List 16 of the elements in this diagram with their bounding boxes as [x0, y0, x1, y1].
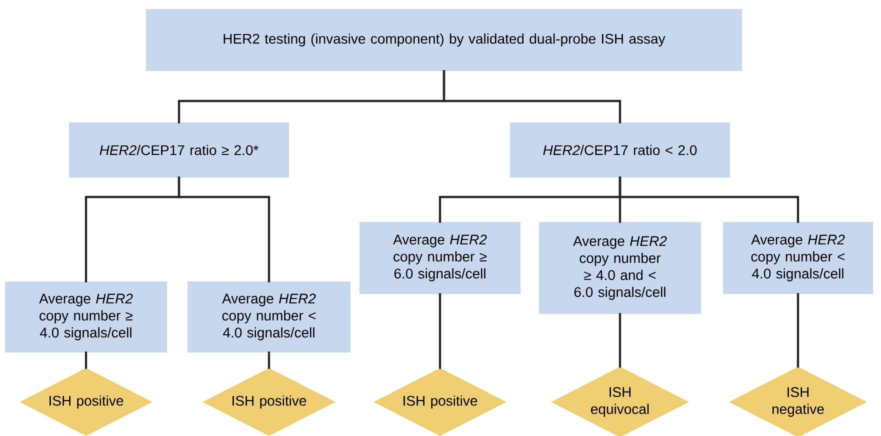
process-box: Average HER2 copy number ≥ 4.0 and < 6.0 signals/cell: [539, 222, 701, 314]
process-box: Average HER2 copy number < 4.0 signals/cell: [188, 282, 350, 352]
connector-line: [618, 176, 800, 223]
process-box: Average HER2 copy number ≥ 4.0 signals/cell: [5, 282, 167, 352]
process-box: HER2/CEP17 ratio ≥ 2.0*: [69, 122, 289, 178]
connector-line: [84, 352, 88, 369]
process-box: HER2/CEP17 ratio < 2.0: [510, 122, 730, 178]
connector-line: [796, 293, 800, 368]
connector-line: [438, 293, 442, 369]
connector-line: [268, 352, 270, 369]
connector-line: [442, 70, 622, 124]
process-box: Average HER2 copy number < 4.0 signals/cell: [723, 222, 873, 294]
process-box: Average HER2 copy number ≥ 6.0 signals/cell: [360, 222, 520, 294]
connector-line: [178, 176, 270, 282]
connector-line: [618, 313, 622, 368]
process-box: HER2 testing (invasive component) by validated dual-probe ISH assay: [146, 9, 742, 71]
